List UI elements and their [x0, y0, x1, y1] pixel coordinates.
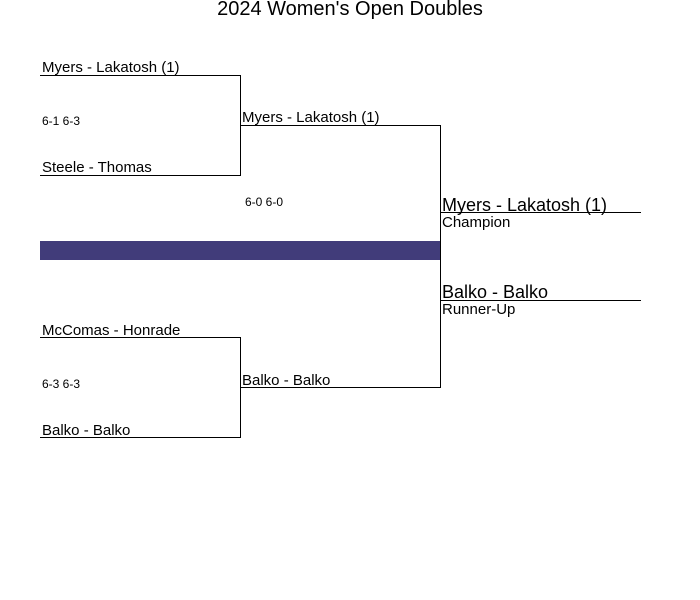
r1-m2-team-b-line [40, 437, 241, 438]
r1-m2-team-b: Balko - Balko [42, 422, 131, 439]
r1-m1-team-b: Steele - Thomas [42, 159, 152, 176]
final-team-a-line [240, 125, 441, 126]
r1-m1-score: 6-1 6-3 [42, 114, 81, 128]
champion-line [440, 212, 641, 213]
bracket-title: 2024 Women's Open Doubles [217, 0, 483, 20]
r1-m1-team-a: Myers - Lakatosh (1) [42, 59, 180, 76]
r1-m2-team-a: McComas - Honrade [42, 322, 181, 339]
r1-m2-team-a-line [40, 337, 241, 338]
r1-m1-team-b-line [40, 175, 241, 176]
runner-up-line [440, 300, 641, 301]
final-team-b-line [240, 387, 441, 388]
champion-name: Myers - Lakatosh (1) [442, 195, 608, 215]
final-team-b: Balko - Balko [242, 372, 331, 389]
bracket-divider-band [40, 241, 440, 260]
runner-up-label: Runner-Up [442, 301, 516, 318]
final-score: 6-0 6-0 [245, 195, 284, 209]
runner-up-name: Balko - Balko [442, 282, 549, 302]
r1-m1-team-a-line [40, 75, 241, 76]
champion-label: Champion [442, 214, 511, 231]
final-connector [440, 125, 441, 388]
final-team-a: Myers - Lakatosh (1) [242, 109, 380, 126]
r1-m2-score: 6-3 6-3 [42, 377, 81, 391]
